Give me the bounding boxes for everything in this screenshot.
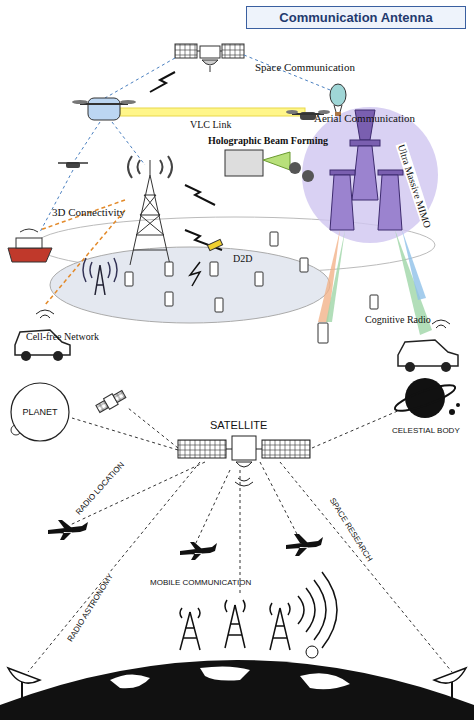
- diagram-label: RADIO LOCATION: [74, 460, 127, 518]
- diagram-label: MOBILE COMMUNICATION: [150, 579, 251, 588]
- satellite-top: [175, 44, 244, 72]
- node-text: PLANET: [10, 407, 70, 417]
- diagram-label: CELESTIAL BODY: [392, 427, 460, 436]
- diagram-label: Holographic Beam Forming: [208, 135, 328, 146]
- diagram-label: Aerial Communication: [314, 112, 415, 124]
- diagram-label: Space Communication: [255, 61, 355, 73]
- diagram-label: SATELLITE: [210, 419, 267, 431]
- diagram-label: SPACE RESEARCH: [327, 496, 374, 564]
- title-box: Communication Antenna: [246, 6, 466, 29]
- diagram-label: VLC Link: [190, 119, 231, 130]
- diagram-label: 3D Connectivity: [52, 206, 125, 218]
- diagram-label: D2D: [233, 253, 252, 264]
- planet-circle: PLANET: [10, 382, 70, 442]
- diagram-label: Cell-free Network: [26, 331, 99, 342]
- diagram-label: RADIO ASTRONOMY: [66, 572, 116, 645]
- diagram-label: Cognitive Radio: [365, 314, 431, 325]
